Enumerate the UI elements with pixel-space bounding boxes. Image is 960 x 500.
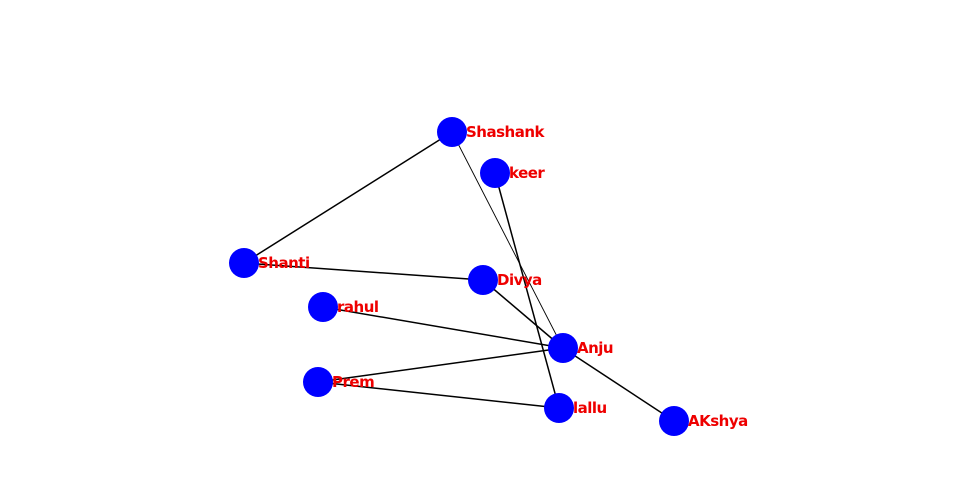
node-shashank bbox=[437, 117, 467, 147]
node-label-akshya: AKshya bbox=[688, 412, 748, 430]
node-anju bbox=[548, 333, 578, 363]
edge-prem-lallu bbox=[317, 381, 560, 409]
node-akshya bbox=[659, 406, 689, 436]
node-label-rahul: rahul bbox=[337, 298, 379, 316]
node-label-shanti: Shanti bbox=[258, 254, 310, 272]
node-label-shashank: Shashank bbox=[466, 123, 546, 141]
node-label-prem: Prem bbox=[332, 373, 374, 391]
node-lallu bbox=[544, 393, 574, 423]
edge-anju-akshya bbox=[562, 347, 675, 422]
node-prem bbox=[303, 367, 333, 397]
node-rahul bbox=[308, 292, 338, 322]
edge-shashank-shanti bbox=[243, 131, 453, 264]
node-shanti bbox=[229, 248, 259, 278]
node-label-divya: Divya bbox=[497, 271, 542, 289]
node-label-keer: keer bbox=[509, 164, 545, 182]
edge-shanti-divya bbox=[243, 262, 484, 281]
edge-anju-prem bbox=[317, 347, 564, 383]
edge-rahul-anju bbox=[322, 306, 564, 349]
node-label-anju: Anju bbox=[577, 339, 613, 357]
nodes-layer bbox=[229, 117, 689, 436]
node-divya bbox=[468, 265, 498, 295]
edge-keer-lallu bbox=[494, 172, 560, 409]
node-keer bbox=[480, 158, 510, 188]
edge-divya-anju bbox=[482, 279, 564, 349]
edge-shashank-anju bbox=[451, 131, 564, 349]
node-label-lallu: lallu bbox=[573, 399, 607, 417]
edges-layer bbox=[243, 131, 675, 422]
